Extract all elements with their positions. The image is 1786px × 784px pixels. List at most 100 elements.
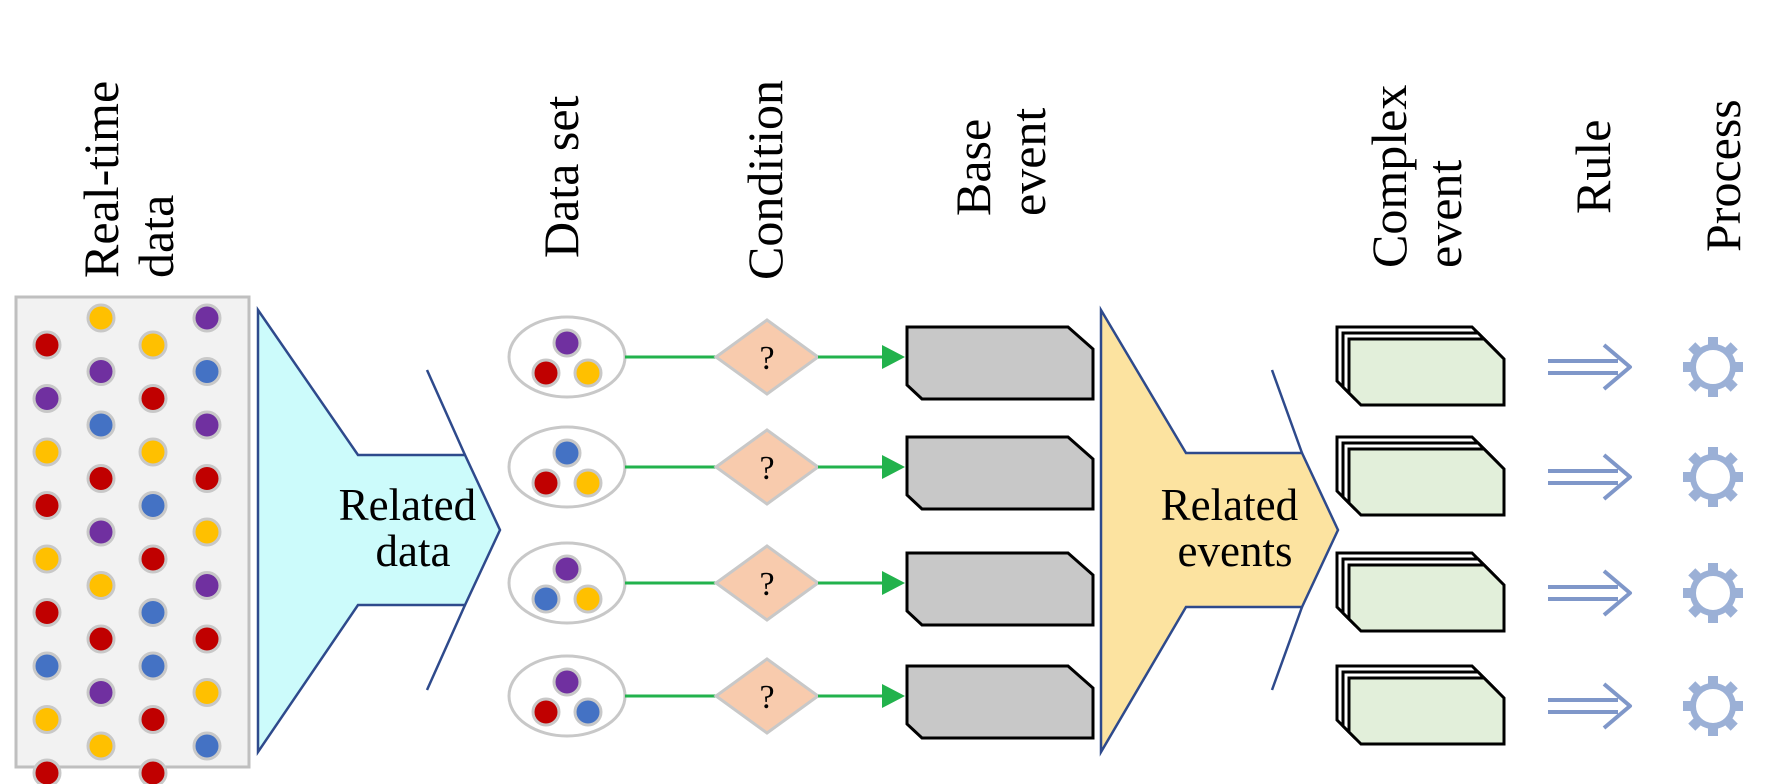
complex-event-layer xyxy=(1347,337,1506,407)
condition-question-mark: ? xyxy=(759,340,774,377)
data-set-dot-yellow xyxy=(573,584,603,614)
real-time-dot-red xyxy=(86,464,116,493)
related-data-funnel: Related data xyxy=(256,305,502,757)
rule-arrow-head xyxy=(1602,569,1632,617)
base-event-shape xyxy=(905,551,1095,627)
title-data-set: Data set xyxy=(533,95,589,258)
data-set-dot-yellow xyxy=(573,358,603,388)
base-event-shape xyxy=(905,325,1095,401)
real-time-dot-yellow xyxy=(192,517,222,547)
real-time-dot-blue xyxy=(138,491,168,520)
rule-arrow-shaft xyxy=(1548,698,1618,714)
real-time-dot-purple xyxy=(86,678,116,707)
rule-arrow-shaft xyxy=(1548,469,1618,485)
condition-question-mark: ? xyxy=(759,450,774,487)
gear-tooth xyxy=(1708,495,1718,507)
condition-question-mark: ? xyxy=(759,679,774,716)
pipeline-rows: ???? xyxy=(507,315,1743,746)
real-time-dot-yellow xyxy=(138,437,168,467)
data-set xyxy=(507,315,627,399)
condition-shape xyxy=(713,544,821,622)
double-arrow-icon xyxy=(1548,343,1632,391)
data-set xyxy=(507,541,627,625)
real-time-dot-red xyxy=(32,491,62,520)
gear-tooth xyxy=(1708,676,1718,688)
data-set-dot-red xyxy=(531,697,561,727)
rule-arrow-shaft xyxy=(1548,585,1618,601)
real-time-dot-red xyxy=(86,624,116,654)
real-time-dot-purple xyxy=(192,303,222,333)
real-time-dot-yellow xyxy=(86,571,116,600)
complex-event-layer xyxy=(1347,676,1506,746)
real-time-dot-red xyxy=(32,330,62,360)
data-set-dot-blue xyxy=(573,697,603,727)
double-arrow-icon xyxy=(1548,453,1632,501)
condition-diamond: ? xyxy=(713,428,821,506)
double-arrow-icon xyxy=(1548,682,1632,730)
related-events-funnel-mouth xyxy=(1270,369,1304,691)
complex-event-stack xyxy=(1335,325,1506,407)
condition-shape xyxy=(713,318,821,396)
real-time-dot-blue xyxy=(86,410,116,440)
real-time-dot-yellow xyxy=(192,678,222,707)
real-time-dot-red xyxy=(138,544,168,574)
real-time-dot-yellow xyxy=(86,303,116,333)
column-titles: Real-time data Data set Condition Base e… xyxy=(73,72,1751,280)
gear-body xyxy=(1690,454,1736,500)
real-time-dot-red xyxy=(32,598,62,627)
real-time-dot-purple xyxy=(86,357,116,386)
real-time-dot-blue xyxy=(192,357,222,386)
real-time-dot-purple xyxy=(192,410,222,440)
gear-icon xyxy=(1683,447,1743,507)
base-event-shape xyxy=(905,664,1095,740)
gear-tooth xyxy=(1708,563,1718,575)
real-time-dot-red xyxy=(192,624,222,654)
data-set-dot-red xyxy=(531,358,561,388)
gear-icon xyxy=(1683,676,1743,736)
complex-event-stack xyxy=(1335,551,1506,633)
gear-tooth xyxy=(1708,724,1718,736)
rule-arrow-head xyxy=(1602,453,1632,501)
title-rule: Rule xyxy=(1565,120,1621,214)
gear-tooth xyxy=(1708,447,1718,459)
data-set-dot-purple xyxy=(552,328,582,358)
real-time-dot-yellow xyxy=(32,705,62,734)
title-base-event: Base event xyxy=(945,106,1056,216)
pipeline-row-3: ? xyxy=(507,541,1743,633)
real-time-dot-yellow xyxy=(138,330,168,360)
related-events-funnel: Related events xyxy=(1099,305,1340,757)
real-time-dot-purple xyxy=(86,517,116,547)
real-time-dot-yellow xyxy=(86,731,116,761)
gear-body xyxy=(1690,683,1736,729)
gear-icon xyxy=(1683,337,1743,397)
condition-shape xyxy=(713,428,821,506)
related-data-label: Related data xyxy=(339,480,488,576)
real-time-dot-blue xyxy=(192,731,222,761)
condition-diamond: ? xyxy=(713,657,821,735)
real-time-dot-red xyxy=(138,705,168,734)
title-complex-event: Complex event xyxy=(1361,72,1472,268)
real-time-dot-blue xyxy=(138,651,168,681)
data-set-dot-yellow xyxy=(573,468,603,498)
real-time-dot-blue xyxy=(138,598,168,627)
gear-tooth xyxy=(1708,385,1718,397)
related-events-label: Related events xyxy=(1161,480,1310,576)
real-time-dot-red xyxy=(192,464,222,493)
connector-arrow-head xyxy=(882,571,905,595)
condition-diamond: ? xyxy=(713,318,821,396)
real-time-dot-red xyxy=(138,384,168,413)
rule-arrow-shaft xyxy=(1548,359,1618,375)
gear-body xyxy=(1690,344,1736,390)
data-set-dot-blue xyxy=(552,438,582,468)
real-time-dot-red xyxy=(138,758,168,784)
connector-arrow-head xyxy=(882,684,905,708)
data-set-dot-purple xyxy=(552,667,582,697)
related-events-funnel-shape xyxy=(1099,305,1340,757)
double-arrow-icon xyxy=(1548,569,1632,617)
data-set xyxy=(507,425,627,509)
related-data-funnel-shape xyxy=(256,305,502,757)
gear-icon xyxy=(1683,563,1743,623)
base-event-shape xyxy=(905,435,1095,511)
condition-question-mark: ? xyxy=(759,566,774,603)
